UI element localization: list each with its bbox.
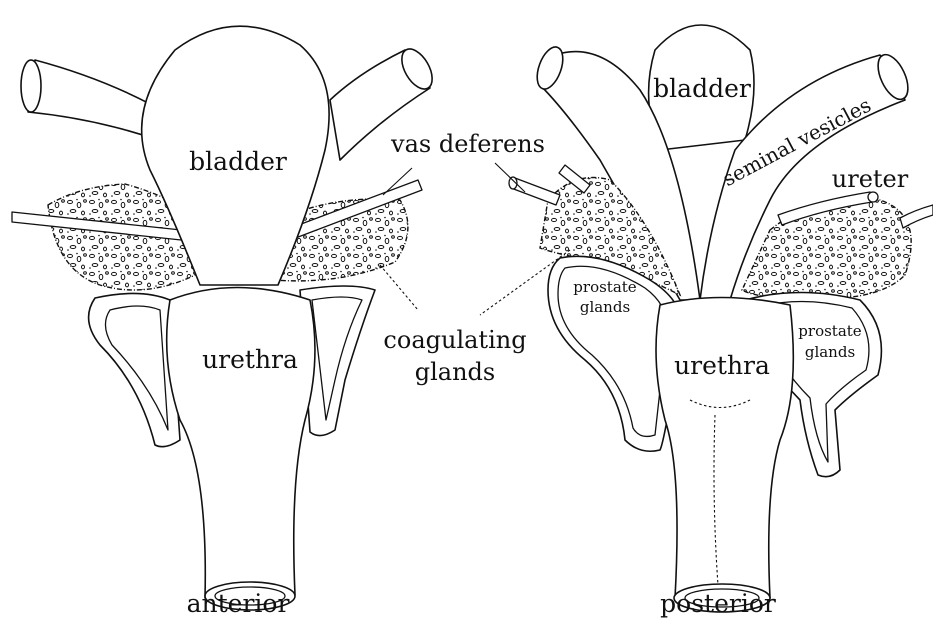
posterior-prostate-right-label-1: prostate — [798, 322, 861, 340]
posterior-view-label: posterior — [660, 589, 776, 618]
anterior-view: bladder urethra anterior — [12, 26, 438, 618]
anterior-view-label: anterior — [187, 589, 290, 618]
coagulating-glands-label-1: coagulating — [383, 326, 526, 354]
shared-labels: vas deferens coagulating glands — [380, 130, 570, 386]
posterior-gland-texture-right — [742, 198, 911, 298]
anterior-bladder-label: bladder — [189, 147, 287, 176]
anterior-urethra-label: urethra — [202, 345, 298, 374]
posterior-prostate-right-label-2: glands — [805, 343, 855, 361]
posterior-prostate-left-label-2: glands — [580, 298, 630, 316]
posterior-ureter-end — [868, 192, 878, 202]
vas-deferens-label: vas deferens — [390, 130, 545, 158]
posterior-vas-deferens — [511, 178, 560, 205]
anterior-tube-end-left — [21, 60, 41, 112]
posterior-ureter-right — [900, 205, 933, 228]
posterior-view: bladder seminal vesicles ureter prostate… — [509, 25, 933, 618]
anterior-urethra — [167, 288, 315, 599]
posterior-ureter-label: ureter — [832, 165, 909, 193]
posterior-urethra-label: urethra — [674, 351, 770, 380]
posterior-prostate-left-label-1: prostate — [573, 278, 636, 296]
coagulating-glands-label-2: glands — [415, 358, 495, 386]
coagulating-leader-left — [380, 265, 418, 310]
posterior-urethra — [656, 298, 793, 599]
posterior-bladder-label: bladder — [653, 74, 751, 103]
